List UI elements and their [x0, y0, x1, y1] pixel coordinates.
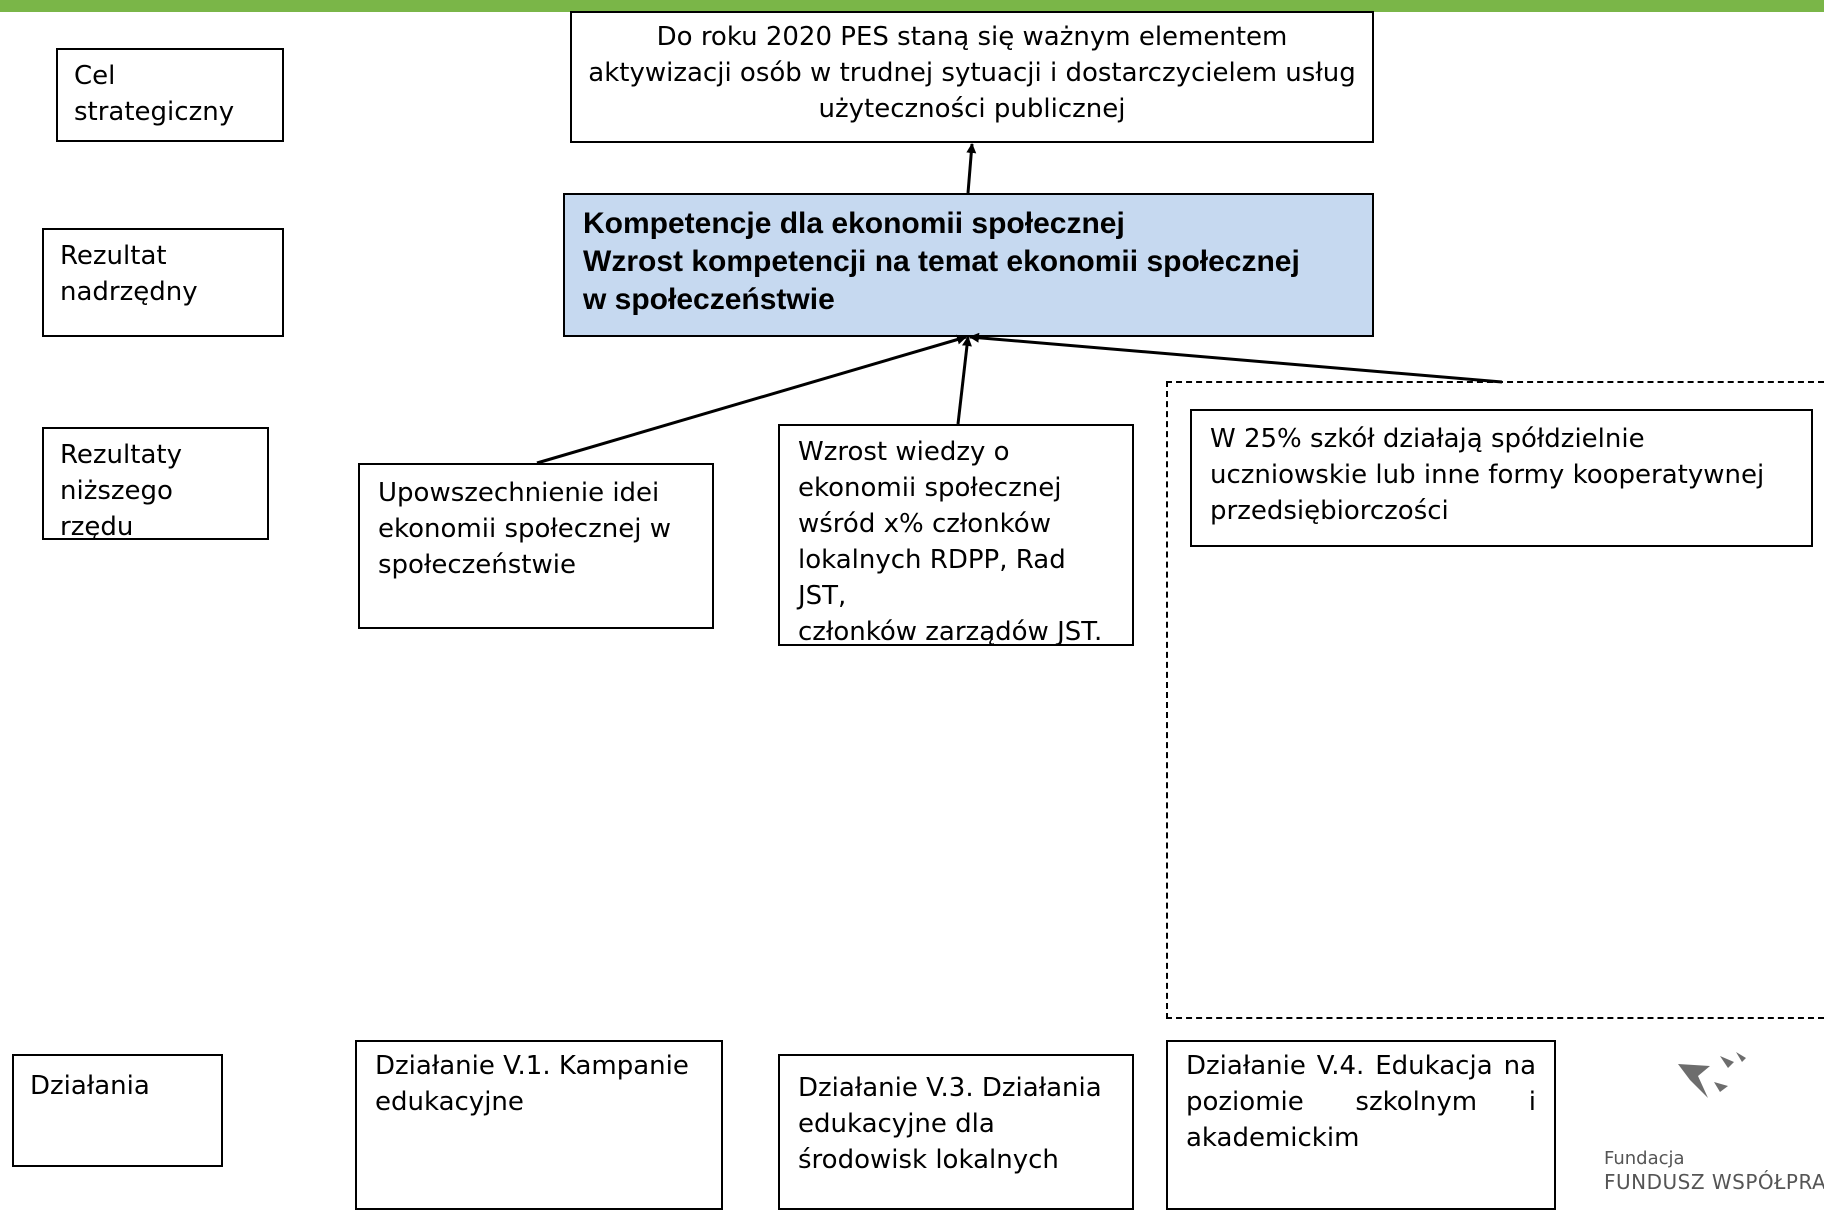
superior-line: Kompetencje dla ekonomii społecznej — [583, 207, 1125, 240]
fundusz-wspolpracy-logo: Fundacja FUNDUSZ WSPÓŁPRACY — [1604, 1048, 1824, 1194]
action-v1-box: Działanie V.1. Kampanie edukacyjne — [355, 1040, 723, 1210]
superior-line: Wzrost kompetencji na temat ekonomii spo… — [583, 245, 1300, 278]
goal-line: Do roku 2020 PES staną się ważnym elemen… — [656, 22, 1288, 52]
logo-small-text: Fundacja — [1604, 1148, 1685, 1169]
lower-result-line: ekonomii społecznej — [798, 473, 1062, 503]
label-cel-strategiczny: Cel strategiczny — [56, 48, 284, 142]
lower-result-3-box: W 25% szkół działają spółdzielnie ucznio… — [1190, 409, 1813, 547]
superior-result-box: Kompetencje dla ekonomii społecznej Wzro… — [563, 193, 1374, 337]
action-line: edukacyjne dla — [798, 1109, 995, 1139]
action-v4-text: Działanie V.4. Edukacja na poziomie szko… — [1186, 1051, 1536, 1153]
action-line: Działanie V.1. Kampanie — [375, 1051, 689, 1081]
goal-line: użyteczności publicznej — [818, 94, 1126, 124]
arrow-result2-to-superior — [956, 336, 972, 425]
label-line: niższego rzędu — [60, 476, 173, 542]
label-line: Działania — [30, 1071, 150, 1101]
lower-result-line: przedsiębiorczości — [1210, 496, 1449, 526]
label-rezultat-nadrzedny: Rezultat nadrzędny — [42, 228, 284, 337]
action-line: środowisk lokalnych — [798, 1145, 1059, 1175]
lower-result-line: wśród x% członków — [798, 509, 1051, 539]
lower-result-line: uczniowskie lub inne formy kooperatywnej — [1210, 460, 1765, 490]
lower-result-line: członków zarządów JST. — [798, 617, 1103, 647]
lower-result-line: społeczeństwie — [378, 550, 576, 580]
action-v3-box: Działanie V.3. Działania edukacyjne dla … — [778, 1054, 1134, 1210]
lower-result-2-box: Wzrost wiedzy o ekonomii społecznej wśró… — [778, 424, 1134, 647]
label-line: Rezultaty — [60, 440, 182, 470]
label-rezultaty-nizszego-rzedu: Rezultaty niższego rzędu — [42, 427, 269, 542]
label-dzialania: Działania — [12, 1054, 223, 1167]
arrow-result3-to-superior — [969, 332, 1503, 384]
superior-line: w społeczeństwie — [583, 283, 835, 316]
bird-flock-icon — [1678, 1052, 1746, 1098]
arrow-superior-to-goal — [966, 143, 977, 194]
logo-big-text: FUNDUSZ WSPÓŁPRACY — [1604, 1170, 1824, 1194]
action-line: Działanie V.3. Działania — [798, 1073, 1102, 1103]
goal-line: aktywizacji osób w trudnej sytuacji i do… — [588, 58, 1356, 88]
lower-result-line: Wzrost wiedzy o — [798, 437, 1010, 467]
lower-result-line: lokalnych RDPP, Rad JST, — [798, 545, 1066, 611]
label-line: nadrzędny — [60, 277, 198, 307]
lower-result-line: Upowszechnienie idei — [378, 478, 660, 508]
strategic-goal-box: Do roku 2020 PES staną się ważnym elemen… — [570, 11, 1374, 143]
top-accent-bar — [0, 0, 1824, 12]
label-line: Rezultat — [60, 241, 167, 271]
lower-result-1-box: Upowszechnienie idei ekonomii społecznej… — [358, 463, 714, 629]
action-v4-box: Działanie V.4. Edukacja na poziomie szko… — [1166, 1040, 1556, 1210]
lower-result-line: ekonomii społecznej w — [378, 514, 671, 544]
label-line: Cel — [74, 61, 116, 91]
action-line: edukacyjne — [375, 1087, 524, 1117]
lower-result-line: W 25% szkół działają spółdzielnie — [1210, 424, 1645, 454]
label-line: strategiczny — [74, 97, 235, 127]
